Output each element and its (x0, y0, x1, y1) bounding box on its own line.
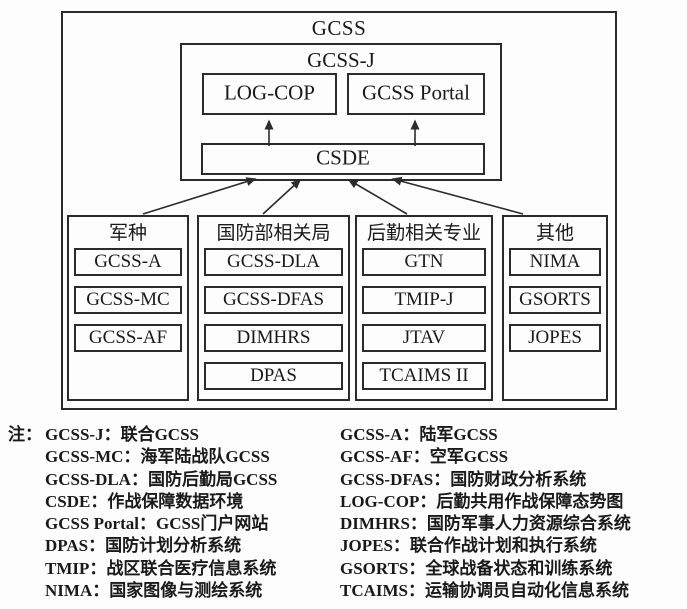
gcss-portal-node: GCSS Portal (347, 73, 485, 115)
category-title: 国防部相关局 (216, 223, 331, 244)
legend-label: 注： (8, 425, 42, 444)
category-military-branches: 军种 GCSS-A GCSS-MC GCSS-AF (67, 215, 189, 401)
system-node: DIMHRS (204, 324, 343, 352)
legend-entry: GCSS-DLA：国防后勤局GCSS (45, 469, 278, 489)
category-items: GCSS-A GCSS-MC GCSS-AF (74, 248, 182, 352)
category-items: GCSS-DLA GCSS-DFAS DIMHRS DPAS (204, 248, 343, 390)
gcss-title: GCSS (311, 16, 367, 40)
legend-entry: GCSS-J：联合GCSS (45, 425, 199, 444)
legend-entry: LOG-COP：后勤共用作战保障态势图 (340, 491, 624, 511)
csde-label: CSDE (316, 145, 370, 170)
csde-node: CSDE (201, 143, 485, 175)
legend-entry: DIMHRS：国防军事人力资源综合系统 (340, 514, 631, 534)
system-node: TMIP-J (362, 286, 486, 314)
legend-entry: GCSS-DFAS：国防财政分析系统 (340, 469, 587, 489)
category-others: 其他 NIMA GSORTS JOPES (502, 215, 608, 401)
log-cop-label: LOG-COP (223, 80, 315, 105)
legend-entry: TMIP：战区联合医疗信息系统 (45, 558, 277, 578)
category-items: NIMA GSORTS JOPES (509, 248, 601, 352)
legend-column-left: GCSS-J：联合GCSS GCSS-MC：海军陆战队GCSS GCSS-DLA… (45, 424, 340, 602)
legend-entry: GCSS-A：陆军GCSS (340, 425, 498, 444)
gcss-j-title: GCSS-J (307, 48, 375, 72)
system-node: JOPES (509, 324, 601, 352)
system-node: GTN (362, 248, 486, 276)
legend-column-right: GCSS-A：陆军GCSS GCSS-AF：空军GCSS GCSS-DFAS：国… (340, 424, 685, 602)
category-logistics-specialties: 后勤相关专业 GTN TMIP-J JTAV TCAIMS II (355, 215, 493, 401)
system-node: GSORTS (509, 286, 601, 314)
system-node: GCSS-A (74, 248, 182, 276)
legend: 注： GCSS-J：联合GCSS GCSS-MC：海军陆战队GCSS GCSS-… (8, 424, 685, 602)
legend-entry: NIMA：国家图像与测绘系统 (45, 581, 263, 601)
gcss-outer-box: GCSS GCSS-J LOG-COP GCSS Portal CSDE 军种 … (61, 11, 617, 410)
legend-entry: TCAIMS：运输协调员自动化信息系统 (340, 581, 630, 601)
legend-entry: JOPES：联合作战计划和执行系统 (340, 536, 597, 556)
legend-entry: DPAS：国防计划分析系统 (45, 536, 242, 556)
legend-entry: GCSS Portal：GCSS门户网站 (45, 514, 269, 534)
system-node: GCSS-AF (74, 324, 182, 352)
gcss-portal-label: GCSS Portal (362, 80, 470, 105)
category-items: GTN TMIP-J JTAV TCAIMS II (362, 248, 486, 390)
system-node: JTAV (362, 324, 486, 352)
category-title: 军种 (108, 223, 147, 244)
system-node: NIMA (509, 248, 601, 276)
legend-entry: CSDE：作战保障数据环境 (45, 491, 244, 511)
system-node: DPAS (204, 362, 343, 390)
category-dod-agencies: 国防部相关局 GCSS-DLA GCSS-DFAS DIMHRS DPAS (197, 215, 350, 401)
legend-entry: GCSS-MC：海军陆战队GCSS (45, 447, 270, 467)
system-node: GCSS-DLA (204, 248, 343, 276)
system-node: GCSS-MC (74, 286, 182, 314)
system-node: GCSS-DFAS (204, 286, 343, 314)
category-title: 其他 (535, 223, 574, 244)
log-cop-node: LOG-COP (202, 73, 337, 115)
gcss-j-box: GCSS-J LOG-COP GCSS Portal CSDE (180, 43, 502, 181)
legend-entry: GCSS-AF：空军GCSS (340, 447, 509, 467)
category-title: 后勤相关专业 (366, 223, 481, 244)
legend-entry: GSORTS：全球战备状态和训练系统 (340, 558, 613, 578)
system-node: TCAIMS II (362, 362, 486, 390)
